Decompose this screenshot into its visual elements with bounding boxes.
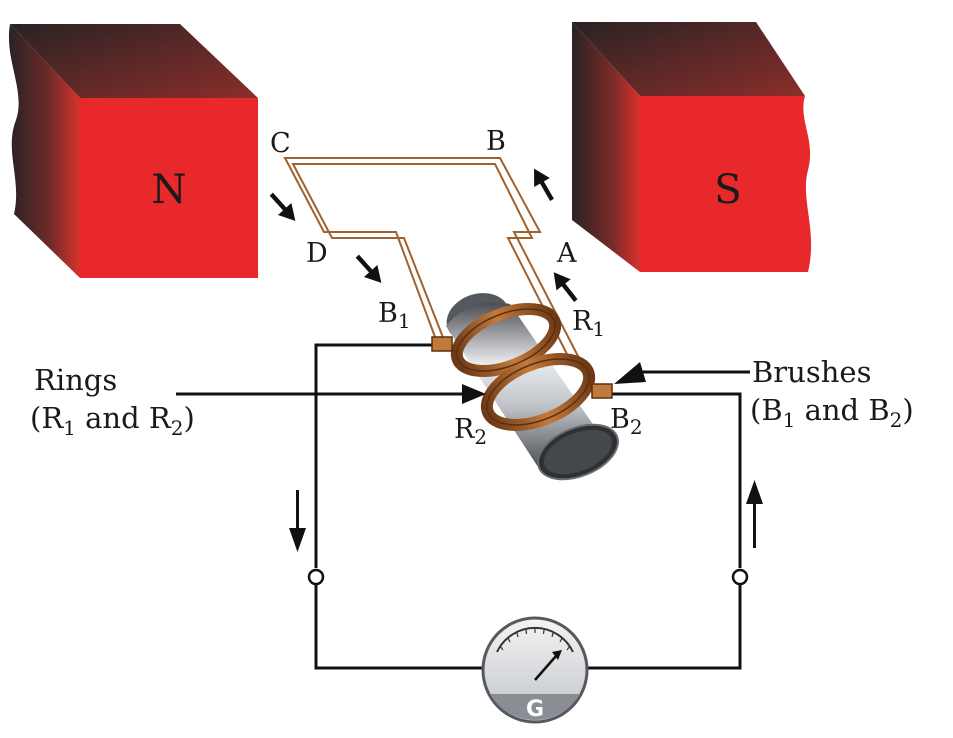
north-magnet-top (10, 24, 258, 98)
north-magnet-side (8, 24, 81, 278)
south-magnet-top (572, 22, 805, 96)
galvanometer-base (490, 694, 580, 720)
brush-b2 (591, 383, 613, 399)
external-circuit (314, 343, 742, 670)
rings-callout: Rings (R1 and R2) (30, 363, 486, 440)
slip-ring-r1 (450, 303, 562, 377)
circuit-wire-right-lower (588, 584, 742, 670)
current-arrow-up-icon (746, 480, 763, 548)
coil-direction-arrows (269, 168, 578, 302)
south-magnet-side (572, 22, 640, 272)
galvanometer-scale (496, 626, 574, 653)
circuit-wire-right (606, 392, 742, 568)
galvanometer: G (481, 616, 589, 724)
galvanometer-label: G (526, 697, 544, 722)
brush-b2-label: B2 (610, 404, 643, 439)
south-pole-label: S (714, 167, 741, 213)
arrow-down-right-icon (269, 192, 296, 221)
circuit-wire-left (314, 343, 440, 568)
coil-wire-front (283, 157, 581, 361)
ring-r1-label: R1 (572, 306, 605, 341)
coil-label-a: A (556, 238, 577, 269)
brush-b1 (431, 336, 453, 352)
circuit-wire-left-lower (314, 584, 482, 670)
brushes-callout: Brushes (B1 and B2) (614, 355, 914, 432)
rings-pointer-arrow-icon (176, 384, 486, 404)
north-magnet-face (80, 98, 258, 278)
arrow-down-right-icon (355, 254, 382, 283)
arrow-up-left-icon (553, 272, 578, 302)
coil-wire-back (291, 163, 571, 361)
slip-ring-r2 (480, 353, 596, 431)
rings-callout-detail: (R1 and R2) (30, 401, 195, 440)
brushes-callout-title: Brushes (752, 355, 871, 389)
south-magnet-face (640, 96, 812, 272)
armature-coil (283, 157, 581, 361)
axle-assembly (431, 293, 619, 481)
coil-label-b: B (486, 126, 506, 157)
brushes-callout-detail: (B1 and B2) (750, 393, 914, 432)
current-arrow-down-icon (289, 490, 306, 552)
north-magnet: N (8, 24, 258, 278)
ring-r2-label: R2 (454, 414, 487, 449)
coil-label-d: D (306, 238, 328, 269)
galvanometer-needle (534, 655, 557, 681)
south-magnet: S (572, 22, 812, 272)
rings-callout-title: Rings (34, 363, 117, 397)
brushes-pointer-arrow-icon (614, 362, 750, 384)
coil-label-c: C (270, 128, 291, 159)
brush-b1-label: B1 (378, 298, 411, 333)
terminal-right (731, 568, 749, 586)
north-pole-label: N (152, 167, 187, 213)
arrow-up-left-icon (534, 168, 554, 201)
terminal-left (307, 568, 325, 586)
